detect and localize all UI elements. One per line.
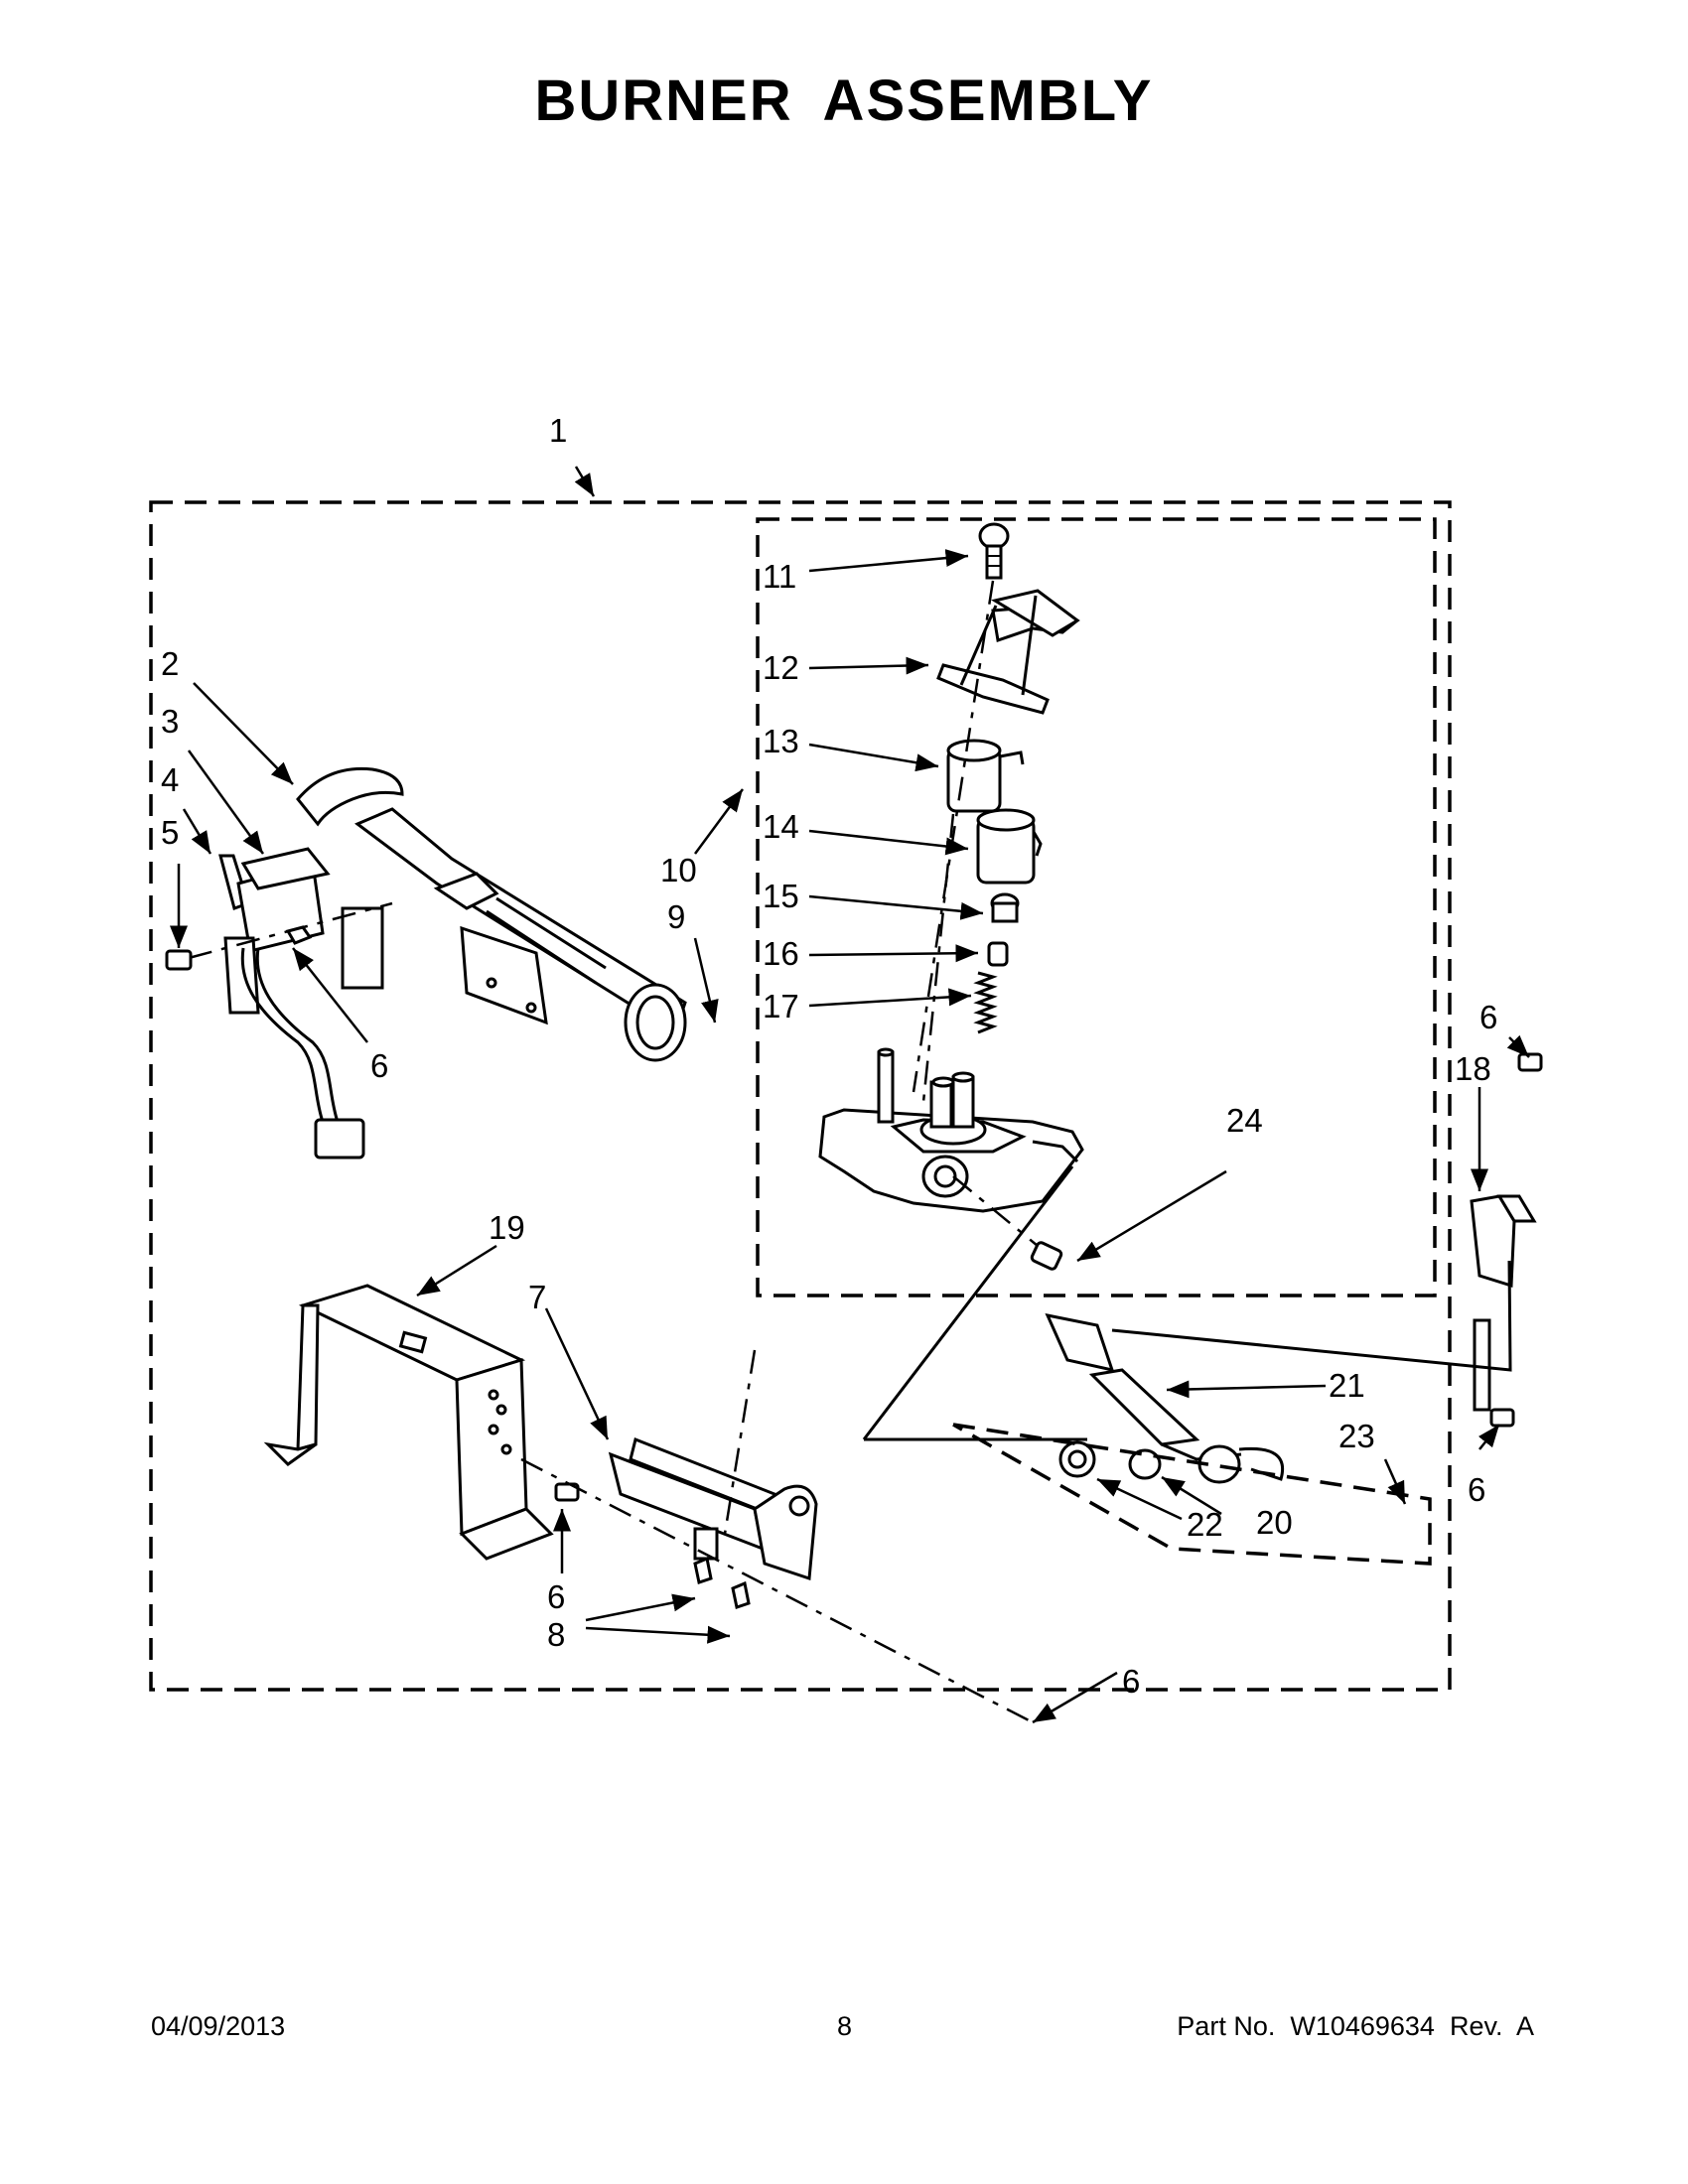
callout-14: 14 <box>763 808 799 845</box>
callout-6-bracket: 6 <box>547 1578 565 1615</box>
fittings-20-22 <box>1058 1440 1284 1484</box>
valve-stack <box>818 522 1084 1271</box>
mounting-bracket-19 <box>263 1284 1034 1724</box>
kit-23-boundary <box>952 1423 1432 1566</box>
callout-10: 10 <box>660 852 697 888</box>
bracket-12 <box>936 589 1080 715</box>
burner-tube <box>296 766 687 1062</box>
callout-11: 11 <box>763 558 796 595</box>
spring-17 <box>973 971 998 1034</box>
callout-4: 4 <box>161 761 179 798</box>
callout-24: 24 <box>1226 1102 1263 1139</box>
callout-12: 12 <box>763 649 799 686</box>
callout-23: 23 <box>1338 1418 1375 1454</box>
orifice-24 <box>1030 1241 1063 1271</box>
igniter-assembly <box>165 847 393 1160</box>
tube-21 <box>1045 1312 1242 1461</box>
plunger-16 <box>987 941 1009 967</box>
valve-boundary <box>756 517 1437 1297</box>
screw-11 <box>978 522 1010 580</box>
callout-2: 2 <box>161 645 179 682</box>
callout-8: 8 <box>547 1616 565 1653</box>
gas-valve-body <box>818 1047 1084 1213</box>
seal-15 <box>990 892 1020 923</box>
page-title: BURNER ASSEMBLY <box>534 68 1154 133</box>
footer-date: 04/09/2013 <box>151 2011 286 2041</box>
footer-page-number: 8 <box>837 2011 853 2041</box>
coil-14 <box>976 808 1043 885</box>
callout-6-right-bottom: 6 <box>1468 1471 1485 1508</box>
callout-19: 19 <box>489 1209 525 1246</box>
callout-7: 7 <box>528 1279 546 1315</box>
footer-part-number: Part No. W10469634 Rev. A <box>1177 2011 1534 2041</box>
coil-13 <box>946 739 1025 813</box>
leader-lines <box>170 466 1530 1724</box>
callout-3: 3 <box>161 703 179 740</box>
callout-17: 17 <box>763 988 799 1024</box>
callout-5: 5 <box>161 814 179 851</box>
assembly-boundary <box>149 500 1452 1692</box>
bracket-7 <box>608 1349 818 1609</box>
callout-6-bottom: 6 <box>1122 1663 1140 1700</box>
callout-18: 18 <box>1455 1050 1491 1087</box>
callout-15: 15 <box>763 878 799 914</box>
callout-6-igniter: 6 <box>370 1047 388 1084</box>
callout-21: 21 <box>1329 1367 1365 1404</box>
bracket-18 <box>1111 1052 1543 1428</box>
callout-13: 13 <box>763 723 799 759</box>
callout-labels: 1 2 3 4 5 6 7 6 8 6 9 10 11 12 13 14 15 … <box>161 412 1497 1700</box>
callout-22: 22 <box>1187 1506 1223 1543</box>
callout-6-right-top: 6 <box>1479 999 1497 1035</box>
callout-20: 20 <box>1256 1504 1293 1541</box>
callout-1: 1 <box>549 412 567 449</box>
callout-9: 9 <box>667 898 685 935</box>
callout-16: 16 <box>763 935 799 972</box>
